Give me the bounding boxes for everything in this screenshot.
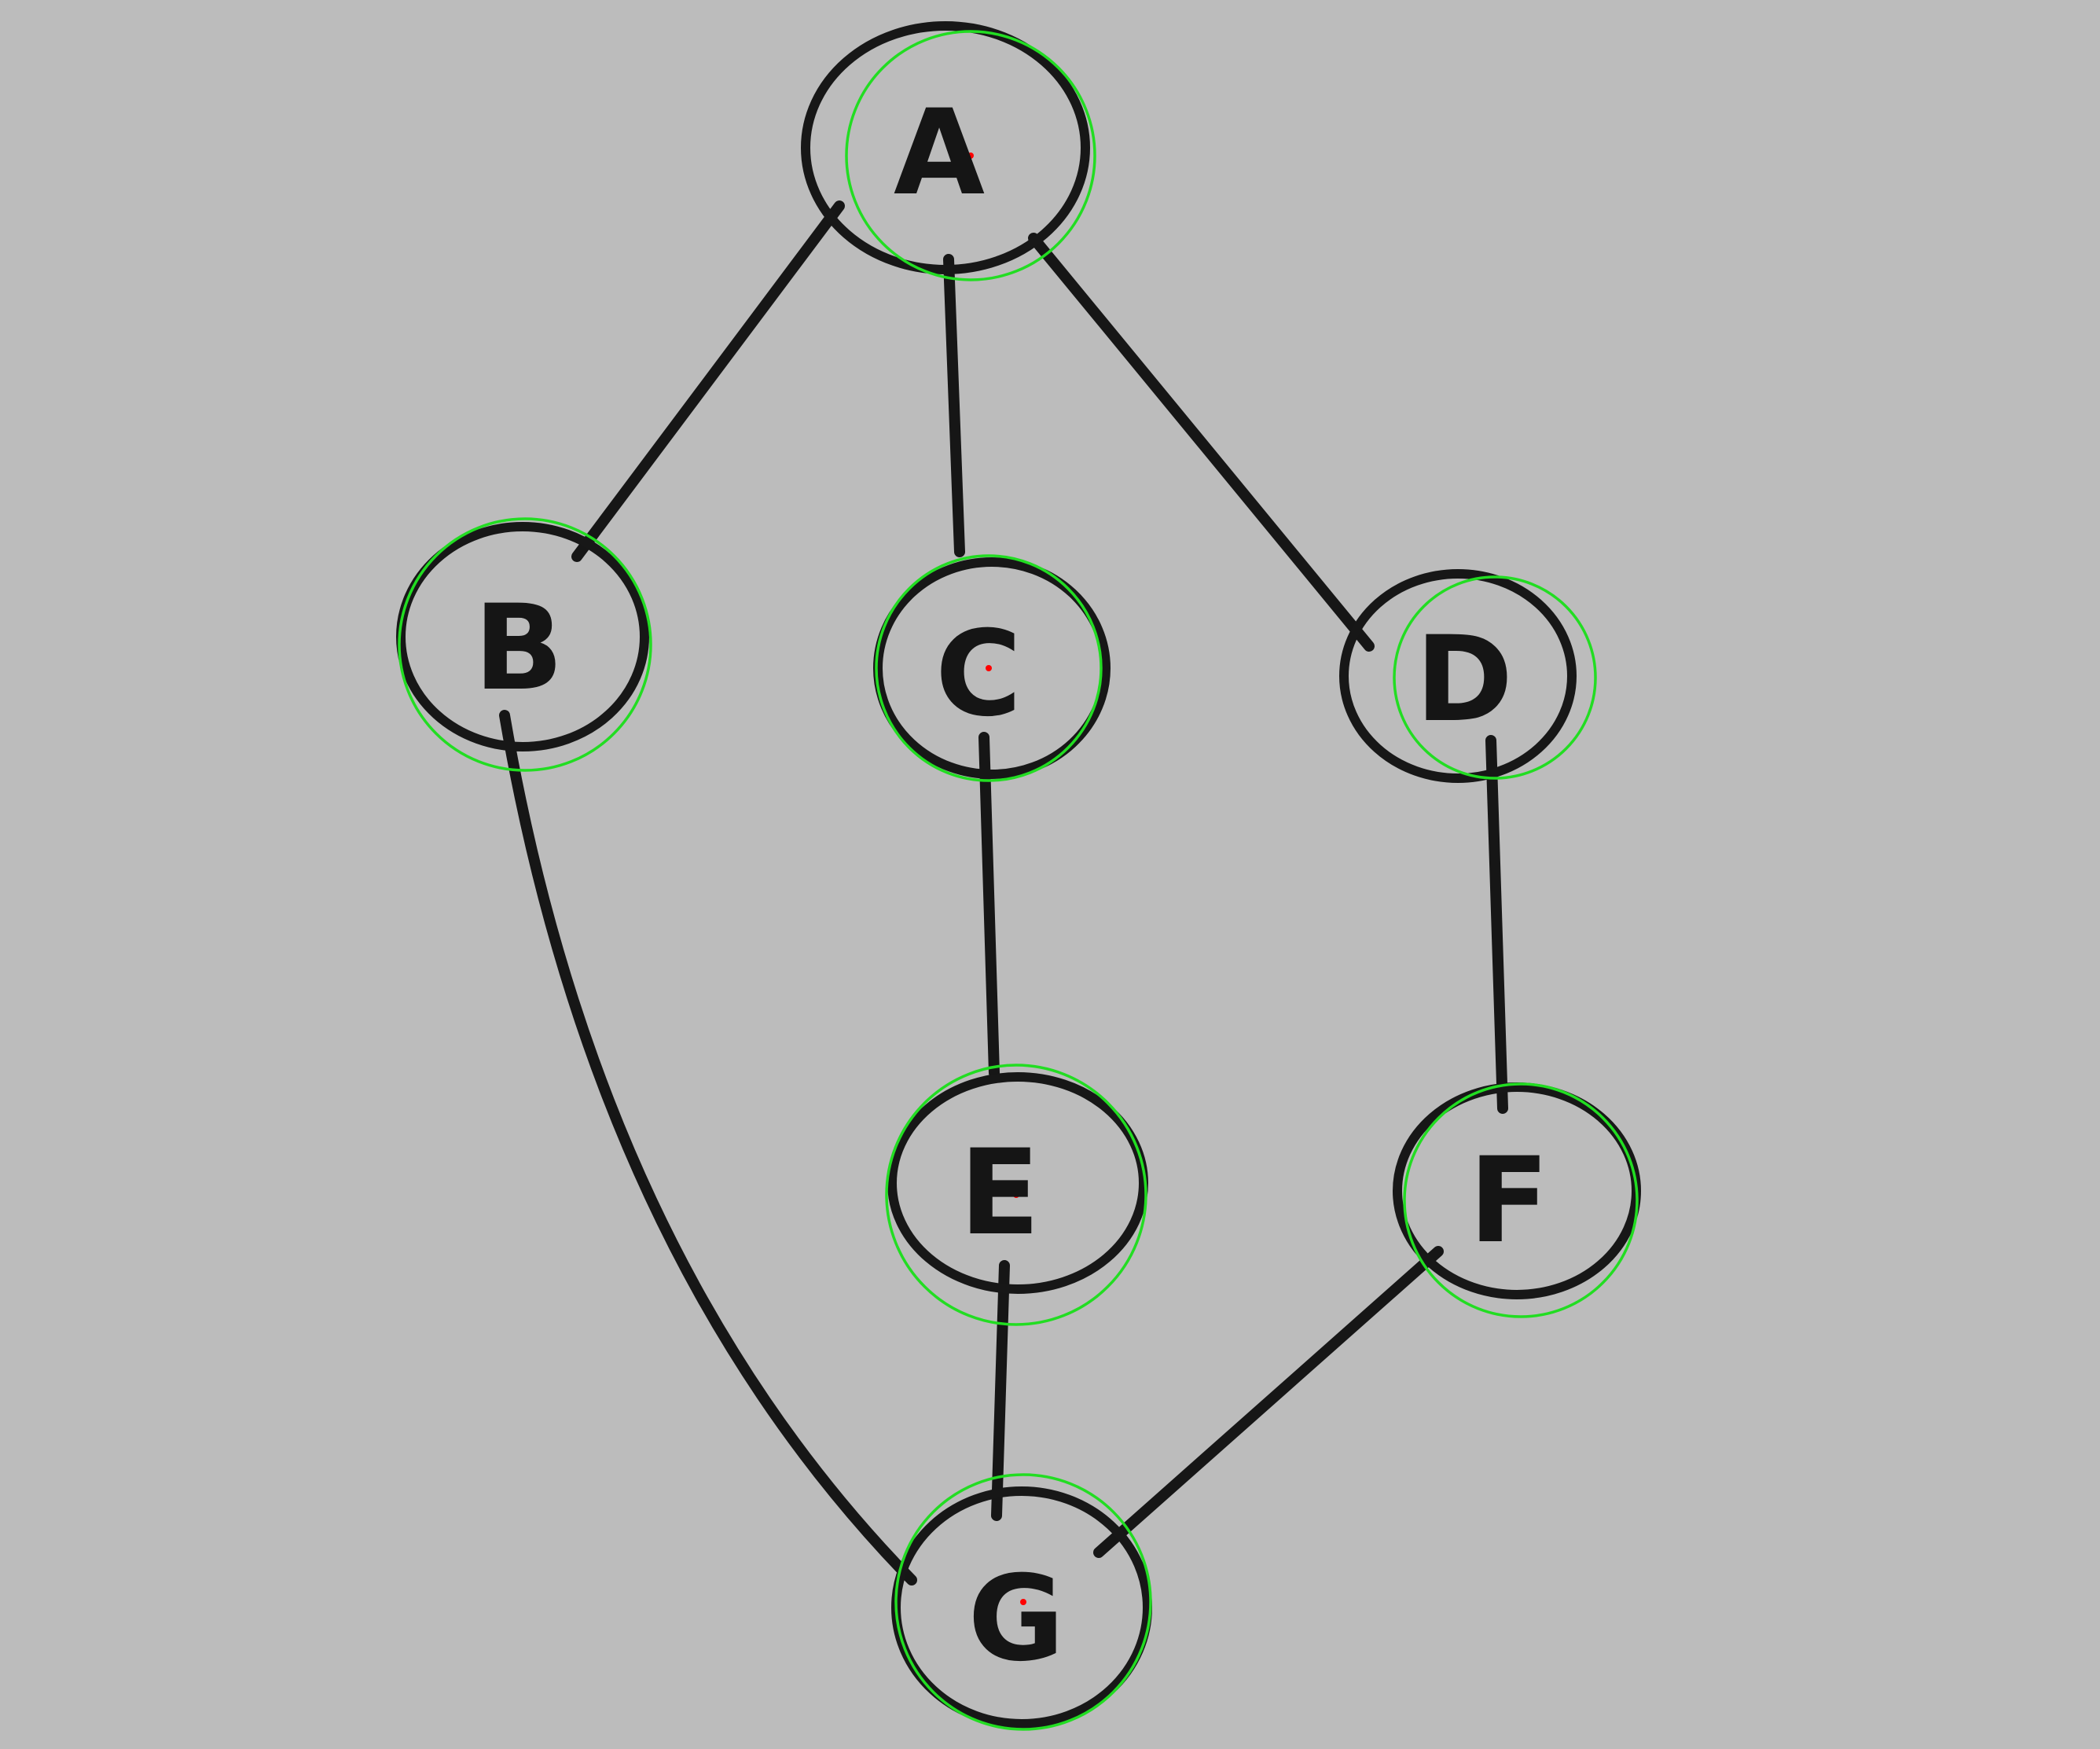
node-d-detection-circle	[1393, 575, 1597, 780]
node-b-label: B	[474, 580, 564, 717]
node-f-label: F	[1469, 1133, 1549, 1269]
node-e-center-dot	[1013, 1192, 1019, 1198]
node-d-label: D	[1415, 612, 1514, 748]
node-b-detection-circle	[398, 517, 652, 772]
node-g-detection-circle	[894, 1473, 1152, 1731]
node-a: A	[801, 21, 1096, 281]
node-c-outline	[873, 557, 1111, 779]
node-b-center-dot	[522, 641, 528, 648]
edges-layer	[499, 200, 1508, 1585]
node-e-outline	[887, 1072, 1148, 1294]
node-c-detection-circle	[875, 554, 1103, 782]
node-f-center-dot	[1518, 1197, 1524, 1203]
node-d-outline	[1339, 569, 1577, 783]
node-a-label: A	[894, 85, 985, 222]
edge-f-g	[1093, 1246, 1444, 1558]
node-g-center-dot	[1020, 1599, 1026, 1605]
node-a-detection-circle	[845, 30, 1096, 281]
node-c-center-dot	[986, 665, 992, 671]
node-c: C	[873, 554, 1111, 782]
node-b: B	[396, 517, 652, 772]
edge-d-f	[1485, 735, 1508, 1114]
node-f: F	[1393, 1082, 1641, 1318]
edge-a-c	[943, 254, 965, 557]
node-d: D	[1339, 569, 1597, 783]
node-d-center-dot	[1492, 674, 1498, 681]
edge-a-d	[1028, 233, 1375, 652]
nodes-layer: A B C D E F	[396, 21, 1641, 1731]
node-c-label: C	[935, 606, 1022, 743]
edge-b-g	[499, 710, 917, 1585]
node-f-detection-circle	[1403, 1082, 1639, 1318]
node-g-label: G	[967, 1551, 1064, 1688]
edge-a-b	[571, 200, 845, 562]
edge-c-e	[978, 732, 1000, 1078]
edge-e-g	[991, 1260, 1010, 1521]
node-e: E	[885, 1064, 1148, 1326]
node-g: G	[891, 1473, 1152, 1731]
node-a-outline	[801, 21, 1090, 274]
node-e-detection-circle	[885, 1064, 1147, 1326]
node-e-label: E	[960, 1125, 1040, 1262]
node-a-center-dot	[967, 152, 974, 159]
